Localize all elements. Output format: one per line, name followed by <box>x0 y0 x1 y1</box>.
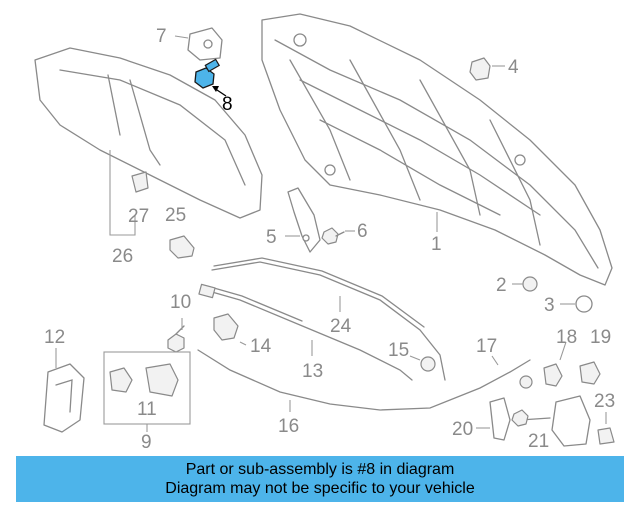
callout-6: 6 <box>357 221 368 242</box>
hood-bolt-highlighted[interactable] <box>194 58 221 89</box>
callout-13: 13 <box>302 361 323 382</box>
callout-16: 16 <box>278 416 299 437</box>
hood-panel[interactable] <box>261 13 613 286</box>
parts-diagram: 1 26 27 7 8 4 5 6 25 <box>34 13 615 453</box>
latch-bracket[interactable] <box>43 363 85 433</box>
latch-clip[interactable] <box>543 363 563 387</box>
latch-bumper[interactable] <box>579 361 601 385</box>
callout-23: 23 <box>594 391 615 412</box>
callout-8: 8 <box>222 94 233 115</box>
lock-clip[interactable] <box>109 367 133 393</box>
plug[interactable] <box>522 276 538 292</box>
info-banner: Part or sub-assembly is #8 in diagram Di… <box>16 456 624 502</box>
rubber-pad[interactable] <box>169 235 195 259</box>
callout-27: 27 <box>128 206 149 227</box>
latch-cover[interactable] <box>597 427 615 445</box>
callout-15: 15 <box>388 340 409 361</box>
callout-12: 12 <box>44 327 65 348</box>
callout-21: 21 <box>528 431 549 452</box>
hinge-bolt[interactable] <box>321 227 345 245</box>
banner-line-1: Part or sub-assembly is #8 in diagram <box>185 461 455 478</box>
hood-bumper[interactable] <box>469 57 491 81</box>
callout-17: 17 <box>476 336 497 357</box>
callout-3: 3 <box>544 295 555 316</box>
callout-14: 14 <box>250 336 272 357</box>
callout-20: 20 <box>452 419 473 440</box>
callout-10: 10 <box>170 292 191 313</box>
support-rod[interactable] <box>198 283 413 381</box>
callout-18: 18 <box>556 327 577 348</box>
hood-hinge[interactable] <box>287 187 321 253</box>
bolt[interactable] <box>167 325 185 353</box>
plug-round[interactable] <box>575 295 593 313</box>
hood-striker[interactable] <box>489 375 533 441</box>
callout-25: 25 <box>165 205 186 226</box>
callout-1: 1 <box>431 234 442 255</box>
callout-2: 2 <box>496 275 507 296</box>
callout-7: 7 <box>156 26 167 47</box>
callout-26: 26 <box>112 246 133 267</box>
callout-24: 24 <box>330 316 352 337</box>
weatherstrip[interactable] <box>211 261 446 381</box>
release-cable[interactable] <box>197 349 531 411</box>
grommet[interactable] <box>420 356 436 372</box>
callout-19: 19 <box>590 327 611 348</box>
hood-latch[interactable] <box>511 395 591 447</box>
callout-5: 5 <box>266 227 277 248</box>
callout-11: 11 <box>137 399 157 420</box>
insulator-clip[interactable] <box>131 171 149 193</box>
callout-4: 4 <box>508 57 519 78</box>
hood-bracket[interactable] <box>187 27 223 61</box>
hood-insulator[interactable] <box>34 47 263 219</box>
lock-bracket[interactable] <box>145 363 179 397</box>
callout-9: 9 <box>141 432 152 453</box>
banner-line-2: Diagram may not be specific to your vehi… <box>165 480 475 497</box>
rod-clip[interactable] <box>213 313 239 341</box>
